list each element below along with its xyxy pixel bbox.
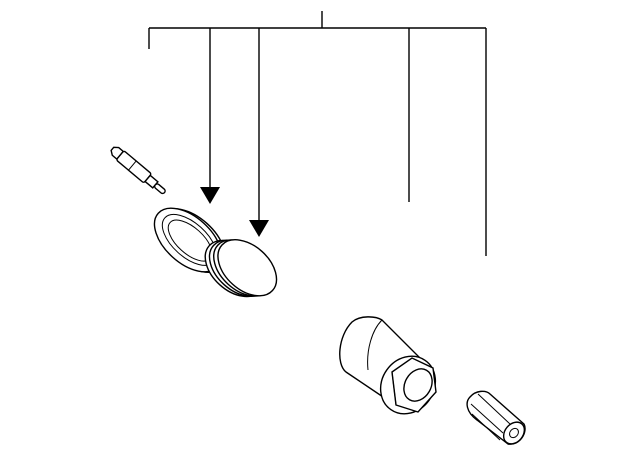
- arrow-grommet: [249, 220, 269, 237]
- sensor-body-nut: [339, 316, 437, 415]
- leader-lines: [148, 11, 487, 256]
- grommet: [204, 239, 278, 298]
- arrow-seal-washer: [200, 187, 220, 204]
- valve-cap: [466, 390, 526, 445]
- valve-core: [110, 146, 166, 195]
